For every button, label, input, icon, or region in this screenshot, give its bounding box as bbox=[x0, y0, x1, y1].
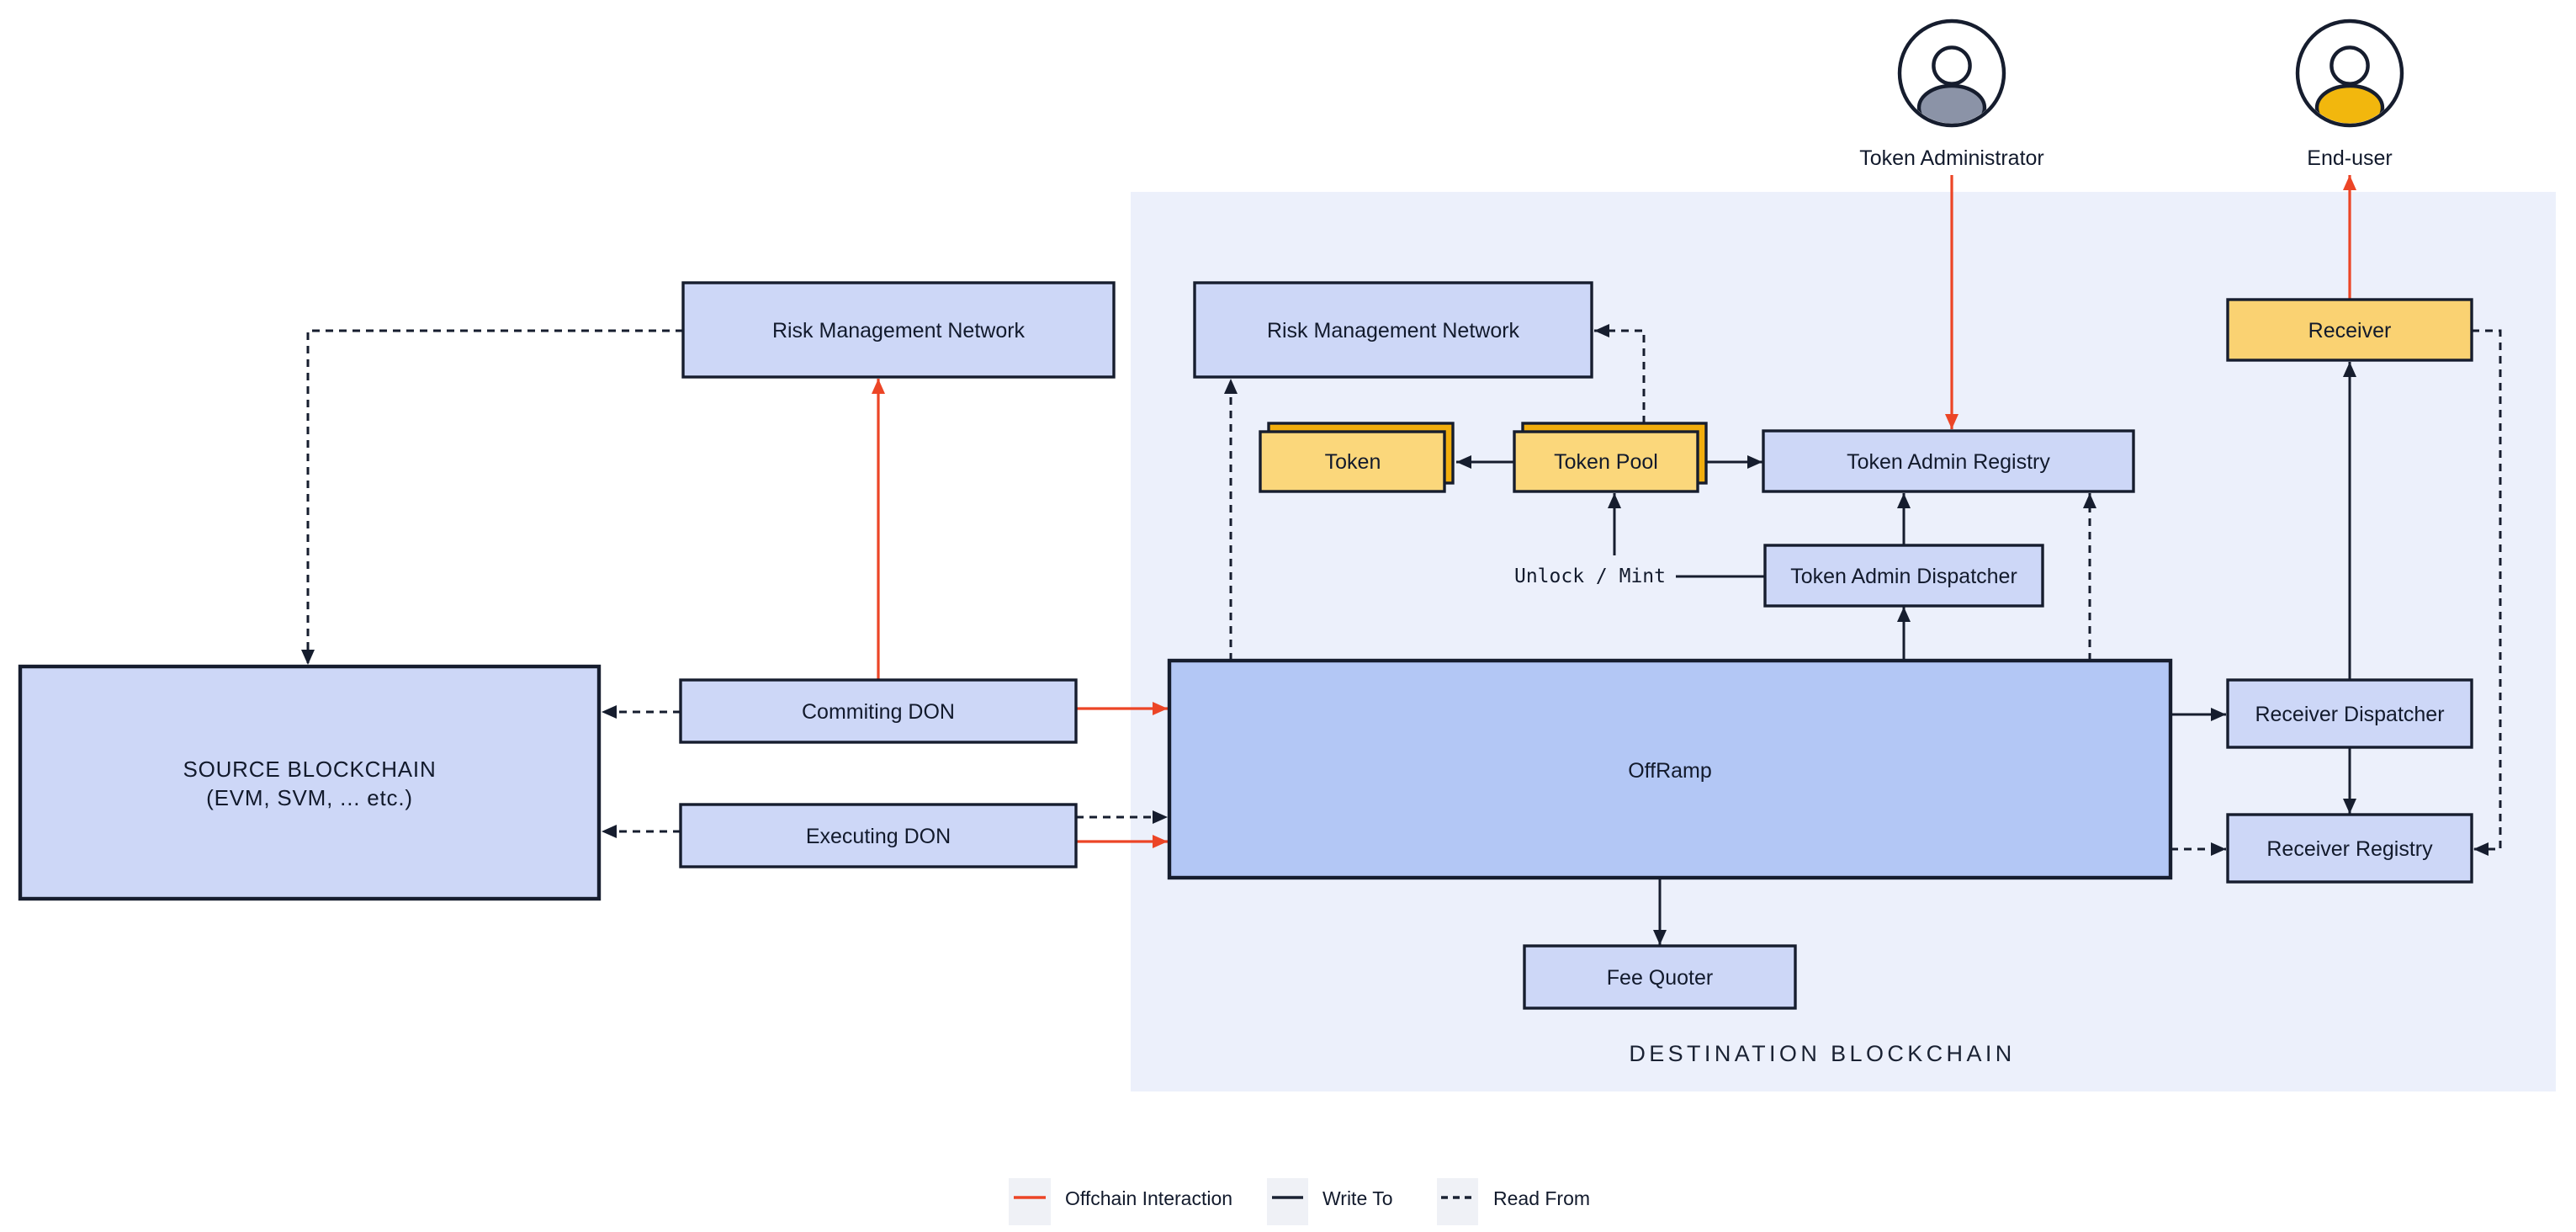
token-administrator-label: Token Administrator bbox=[1859, 146, 2044, 170]
commiting-don-box bbox=[679, 678, 1078, 744]
receiver-registry-box bbox=[2226, 813, 2473, 884]
token-admin-registry-label: Token Admin Registry bbox=[1847, 450, 2050, 474]
token-box bbox=[1259, 430, 1446, 493]
rmn-left-label: Risk Management Network bbox=[772, 319, 1026, 343]
actor-token-administrator: Token Administrator bbox=[1859, 19, 2044, 170]
commiting-don-label: Commiting DON bbox=[802, 700, 955, 724]
receiver-dispatcher-label: Receiver Dispatcher bbox=[2255, 703, 2444, 726]
source-blockchain-label-line2: (EVM, SVM, ... etc.) bbox=[206, 785, 413, 810]
legend-read-from-label: Read From bbox=[1493, 1187, 1590, 1209]
node-rmn-left: Risk Management Network bbox=[681, 281, 1116, 379]
token-pool-box bbox=[1513, 430, 1699, 493]
receiver-box bbox=[2226, 298, 2473, 362]
legend-write-to-swatch bbox=[1267, 1178, 1308, 1225]
end-user-label: End-user bbox=[2307, 146, 2392, 170]
edge-rmn-left-to-source-dashed bbox=[301, 329, 683, 665]
node-token-admin-dispatcher: Token Admin Dispatcher bbox=[1763, 544, 2044, 608]
node-receiver-dispatcher: Receiver Dispatcher bbox=[2226, 678, 2473, 749]
end-user-avatar-head bbox=[2330, 45, 2370, 86]
rmn-right-box bbox=[1193, 281, 1593, 379]
executing-don-label: Executing DON bbox=[806, 825, 951, 848]
write-to-edges bbox=[1456, 362, 2356, 945]
end-user-avatar-shoulders bbox=[2314, 83, 2385, 124]
node-receiver: Receiver bbox=[2226, 298, 2473, 362]
receiver-registry-label: Receiver Registry bbox=[2266, 837, 2433, 861]
legend-write-to-label: Write To bbox=[1322, 1187, 1393, 1209]
token-administrator-avatar-shoulders bbox=[1916, 83, 1987, 124]
node-executing-don: Executing DON bbox=[679, 803, 1078, 868]
token-admin-dispatcher-box bbox=[1763, 544, 2044, 608]
source-blockchain-label-line1: SOURCE BLOCKCHAIN bbox=[183, 757, 436, 782]
offchain-edges bbox=[872, 175, 2356, 848]
node-commiting-don: Commiting DON bbox=[679, 678, 1078, 744]
node-token: Token bbox=[1259, 422, 1455, 493]
node-token-admin-registry: Token Admin Registry bbox=[1762, 429, 2135, 493]
destination-blockchain-label: DESTINATION BLOCKCHAIN bbox=[1629, 1041, 2015, 1066]
edge-token-pool-to-rmn-right-dashed bbox=[1594, 324, 1646, 423]
token-admin-registry-box bbox=[1762, 429, 2135, 493]
executing-don-box bbox=[679, 803, 1078, 868]
unlock-mint-annotation: Unlock / Mint bbox=[1514, 566, 1666, 587]
node-receiver-registry: Receiver Registry bbox=[2226, 813, 2473, 884]
edge-receiver-to-receiver-registry-dashed bbox=[2472, 329, 2502, 856]
fee-quoter-label: Fee Quoter bbox=[1607, 966, 1713, 990]
node-rmn-right: Risk Management Network bbox=[1193, 281, 1593, 379]
source-blockchain-box bbox=[18, 664, 602, 901]
legend: Offchain Interaction Write To Read From bbox=[1009, 1178, 1590, 1225]
token-administrator-avatar-head bbox=[1932, 45, 1972, 86]
receiver-dispatcher-box bbox=[2226, 678, 2473, 749]
receiver-label: Receiver bbox=[2308, 319, 2392, 343]
token-admin-dispatcher-label: Token Admin Dispatcher bbox=[1790, 565, 2017, 588]
legend-offchain-swatch bbox=[1009, 1178, 1051, 1225]
rmn-left-box bbox=[681, 281, 1116, 379]
node-token-pool: Token Pool bbox=[1513, 422, 1708, 493]
fee-quoter-box bbox=[1523, 944, 1797, 1010]
offramp-label: OffRamp bbox=[1628, 759, 1712, 783]
legend-read-from-swatch bbox=[1437, 1178, 1478, 1225]
node-offramp: OffRamp bbox=[1167, 658, 2173, 880]
actor-end-user: End-user bbox=[2295, 19, 2404, 170]
read-from-edges bbox=[301, 324, 2502, 856]
rmn-right-label: Risk Management Network bbox=[1267, 319, 1520, 343]
node-source-blockchain: SOURCE BLOCKCHAIN (EVM, SVM, ... etc.) bbox=[18, 664, 602, 901]
legend-offchain-label: Offchain Interaction bbox=[1065, 1187, 1232, 1209]
token-label: Token bbox=[1325, 450, 1381, 474]
node-fee-quoter: Fee Quoter bbox=[1523, 944, 1797, 1010]
token-pool-label: Token Pool bbox=[1554, 450, 1658, 474]
offramp-box bbox=[1167, 658, 2173, 880]
